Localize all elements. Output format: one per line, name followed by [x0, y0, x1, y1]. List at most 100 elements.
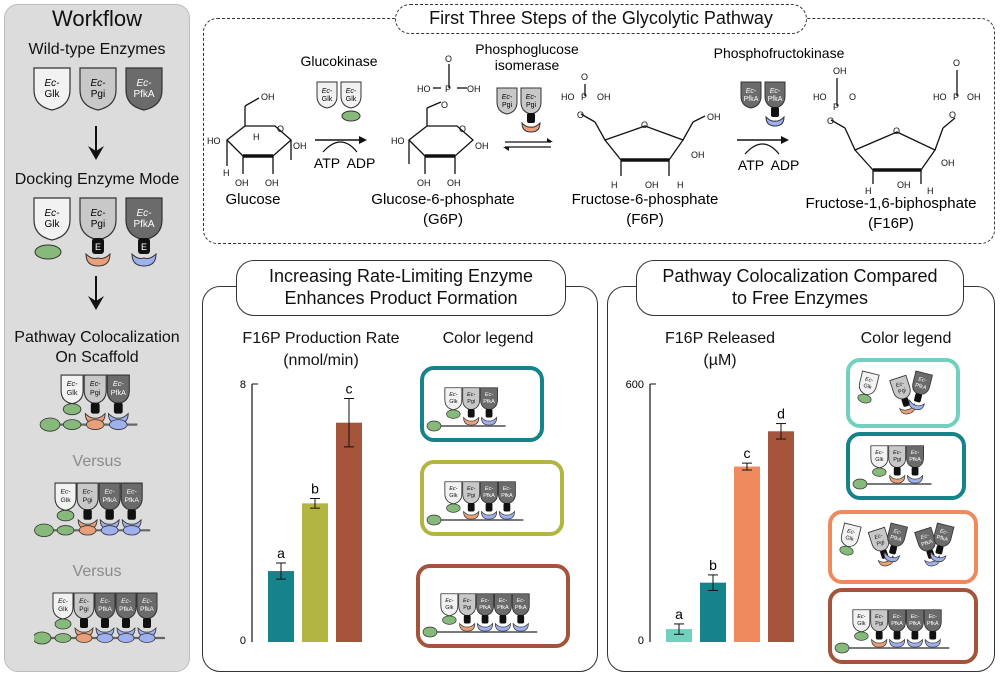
glk-enzyme: Ec- Glk — [33, 67, 71, 111]
enzyme-ec-text: Ec- — [503, 486, 511, 492]
rate-title-line2: Enhances Product Formation — [284, 288, 518, 308]
enzyme-name-text: Glk — [449, 493, 458, 499]
gk-glk-2: Glk — [346, 96, 357, 103]
g6p-p: P — [445, 84, 451, 94]
pfka-dock-ec-text: Ec- — [137, 208, 153, 219]
pfka-docking-enzyme: Ec- PfkA E — [125, 197, 163, 267]
enzyme-ec-text: Ec- — [449, 486, 457, 492]
gk-glk-1: Glk — [322, 96, 333, 103]
coloc-legend-title: Color legend — [860, 330, 952, 347]
f16p-p1: P — [833, 102, 839, 112]
pfka-enzyme-icon: Ec-PfkA — [908, 370, 933, 411]
enzyme-name-text: Glk — [445, 605, 454, 611]
enzyme-name-text: Pgi — [876, 539, 885, 547]
docking-label: Docking Enzyme Mode — [14, 171, 180, 188]
enzyme-name-text: PfkA — [889, 535, 902, 544]
pgi-enzyme-icon: Ec-Pgi — [888, 445, 907, 484]
enzyme-ec-text: Ec- — [90, 380, 101, 388]
f6p-h-2: H — [677, 180, 684, 190]
versus-label-2: Versus — [72, 563, 122, 580]
enzyme-ec-text: Ec- — [517, 598, 525, 604]
enzyme-ec-text: Ec- — [918, 376, 928, 384]
enzyme-ec-text: Ec- — [857, 614, 865, 620]
g6p-abbr-label: (G6P) — [423, 211, 463, 228]
f16p-oh-right: OH — [941, 158, 955, 168]
wildtype-label: Wild-type Enzymes — [28, 41, 166, 58]
enzyme-ec-text: Ec- — [893, 614, 901, 620]
enzyme-name-text: Pgi — [463, 605, 471, 611]
enzyme-name-text: Pgi — [898, 387, 907, 395]
pfka-text: PfkA — [133, 89, 154, 100]
glucose-structure — [226, 97, 292, 174]
docking-enzymes-graphic: Ec- Glk Ec- Pgi E Ec- PfkA E — [33, 197, 163, 267]
pfka-enzyme-icon: Ec-PfkA — [120, 482, 143, 530]
f16p-o-p2-top: O — [953, 58, 960, 68]
f6p-p: P — [581, 92, 587, 102]
f16p-o-link2: O — [949, 110, 956, 120]
enzyme-ec-text: Ec- — [929, 614, 937, 620]
enzyme-ec-text: Ec- — [105, 489, 116, 496]
enzyme-ec-text: Ec- — [864, 376, 874, 384]
pfk-pfka-2: PfkA — [768, 96, 783, 103]
glk-ec-text: Ec- — [45, 78, 61, 89]
bar — [336, 422, 362, 642]
pgi-label-1: Phosphoglucose — [475, 41, 579, 57]
enzyme-ec-text: Ec- — [121, 598, 132, 605]
pgi-enzyme-icon: Ec-Pgi — [870, 609, 889, 648]
f16p-p2: P — [953, 92, 959, 102]
glucokinase-enzymes: Ec- Glk Ec- Glk — [316, 81, 362, 122]
glk-enzyme-icon: Ec-Glk — [444, 481, 463, 513]
enzyme-name-text: PfkA — [921, 539, 934, 548]
pfka-enzyme-icon: Ec-PfkA — [115, 592, 137, 638]
enzyme-name-text: PfkA — [483, 399, 495, 405]
enzyme-ec-text: Ec- — [60, 489, 71, 496]
bar — [666, 629, 692, 642]
pfka-e-tag: E — [141, 242, 147, 252]
pfka-enzyme-icon: Ec-PfkA — [883, 522, 909, 563]
g6p-ho-left: HO — [391, 136, 405, 146]
pgi-pgi-2: Pgi — [526, 102, 537, 109]
glk-enzyme-icon: Ec-Glk — [54, 482, 77, 522]
g6p-oh-right: OH — [475, 141, 489, 151]
glk-dock-ec-text: Ec- — [45, 208, 61, 219]
pgi-enzyme-icon: Ec-Pgi — [458, 593, 477, 632]
pfka-enzyme-icon: Ec-PfkA — [480, 387, 498, 426]
bar — [268, 571, 294, 642]
atp-label-2: ATP — [738, 157, 764, 173]
f16p-h-1: H — [865, 186, 872, 196]
g6p-o-link: O — [441, 100, 448, 110]
coloc-panel-title: Pathway Colocalization Compared to Free … — [636, 260, 964, 316]
pfk-pfka-1: PfkA — [744, 96, 759, 103]
enzyme-name-text: PfkA — [891, 621, 903, 627]
enzyme-ec-text: Ec- — [875, 450, 883, 456]
pfka-enzyme-icon: Ec-PfkA — [906, 445, 924, 484]
pgi-enzyme-icon: Ec-Pgi — [889, 374, 916, 415]
enzyme-name-text: PfkA — [909, 621, 921, 627]
enzyme-ec-text: Ec- — [911, 450, 919, 456]
enzyme-ec-text: Ec- — [920, 533, 930, 541]
pfka-enzyme-icon: Ec-PfkA — [511, 593, 530, 632]
enzyme-name-text: PfkA — [501, 493, 513, 499]
y-tick-label: 8 — [240, 379, 246, 391]
y-tick-label: 0 — [240, 635, 246, 647]
pfka-enzyme-icon: Ec-PfkA — [136, 592, 158, 638]
pfk-label: Phosphofructokinase — [714, 45, 845, 61]
pfka-enzyme: Ec- PfkA — [125, 67, 163, 111]
pgi-ec-2: Ec- — [526, 94, 537, 101]
pgi-text: Pgi — [91, 89, 105, 100]
f16p-ho-p1: HO — [813, 92, 827, 102]
enzyme-ec-text: Ec- — [875, 614, 883, 620]
coloc-chart-title-2: (µM) — [703, 352, 737, 369]
enzyme-ec-text: Ec- — [467, 486, 475, 492]
enzyme-ec-text: Ec- — [449, 392, 457, 398]
pfk-enzymes: Ec- PfkA Ec- PfkA — [740, 81, 786, 127]
gk-ec-1: Ec- — [322, 88, 333, 95]
glk-enzyme-icon: Ec-Glk — [52, 592, 74, 630]
significance-letter: b — [709, 557, 717, 573]
significance-letter: a — [675, 606, 683, 622]
f6p-o-link: O — [577, 110, 584, 120]
g6p-oh-p: OH — [467, 84, 481, 94]
enzyme-name-text: Pgi — [83, 497, 93, 504]
glk-enzyme-icon: Ec-Glk — [444, 387, 463, 419]
enzyme-name-text: Pgi — [893, 457, 901, 463]
